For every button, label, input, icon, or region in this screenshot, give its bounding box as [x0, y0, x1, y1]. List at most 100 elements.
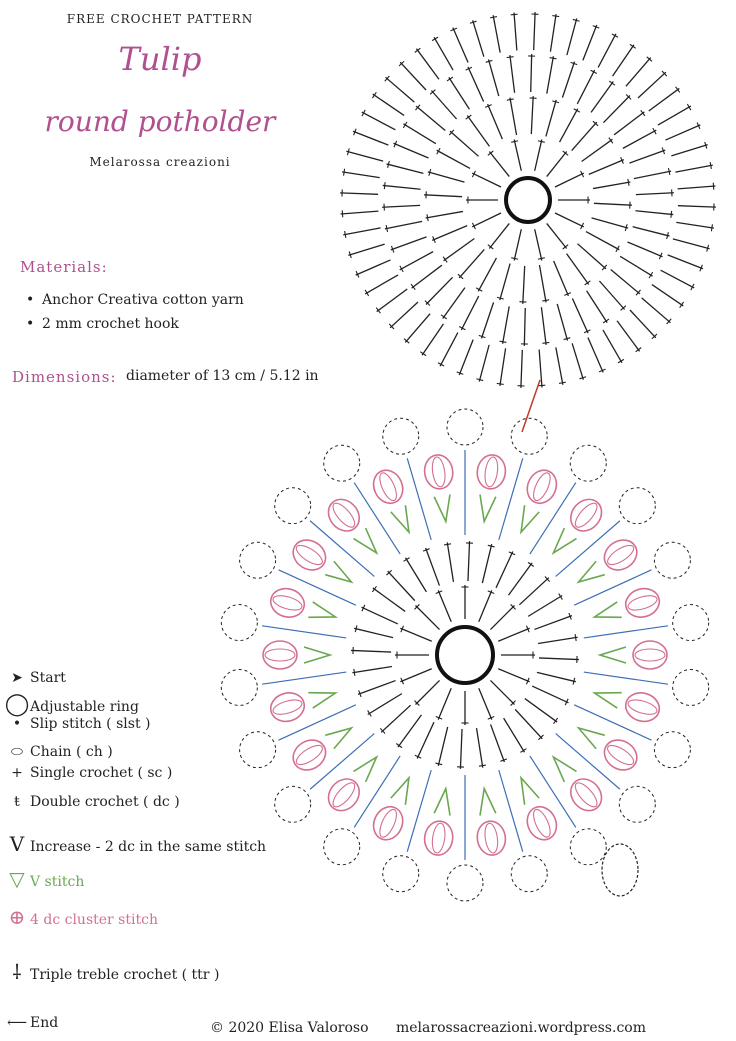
dc-stitch-top: [554, 212, 585, 228]
materials-item: •2 mm crochet hook: [26, 316, 179, 332]
scallop-chain: [446, 864, 484, 902]
dc-stitch-top: [651, 284, 684, 307]
dc-stitch-bottom: [415, 679, 441, 705]
dc-stitch-bottom: [518, 577, 550, 606]
dc-stitch-top-bar: [353, 128, 357, 136]
dc-stitch-top-bar: [371, 91, 377, 99]
dc-stitch-top-bar: [471, 222, 476, 230]
dc-stitch-top: [566, 18, 578, 56]
dc-stitch-top: [591, 217, 629, 229]
scallop-chain: [510, 855, 548, 893]
dc-stitch-bottom-bar: [371, 585, 377, 593]
dc-stitch-top: [657, 105, 692, 126]
dc-stitch-bottom: [534, 615, 573, 631]
footer-website[interactable]: melarossacreazioni.wordpress.com: [396, 1020, 646, 1036]
dc-stitch-top-bar: [624, 224, 628, 232]
dc-stitch-top-bar: [635, 347, 642, 353]
dc-stitch-top-bar: [667, 167, 671, 176]
ttr-stitch: [583, 671, 668, 685]
dc-stitch-bottom: [538, 657, 579, 661]
v-stitch: [551, 754, 577, 783]
dc-stitch-top-bar: [383, 182, 386, 190]
dc-stitch-top-bar: [471, 170, 476, 178]
dc-stitch-top-bar: [388, 323, 395, 330]
dc-stitch-top-bar: [361, 109, 366, 117]
dc-stitch-top: [389, 301, 419, 329]
cluster-stitch: [603, 739, 638, 771]
dc-stitch-top-bar: [426, 214, 429, 222]
cluster-stitch: [327, 498, 361, 532]
dc-stitch-top: [404, 313, 431, 343]
dc-stitch-top: [471, 172, 502, 188]
dc-stitch-top-bar: [458, 326, 466, 331]
dc-stitch-top-bar: [666, 232, 669, 240]
dc-stitch-bottom-bar: [361, 604, 366, 612]
dc-stitch-bottom: [425, 547, 441, 586]
dc-stitch-top-bar: [496, 382, 504, 385]
dc-stitch-top-bar: [712, 182, 715, 190]
dc-stitch-top-bar: [573, 108, 581, 113]
dc-stitch-top: [593, 202, 632, 206]
dc-stitch-top-bar: [415, 104, 421, 111]
legend-start: ➤Start: [4, 670, 66, 686]
dc-stitch-bottom-bar: [400, 677, 405, 685]
cluster-stitch-inner: [607, 744, 635, 766]
ttr-stitch: [278, 704, 357, 741]
dc-stitch-bottom: [361, 606, 399, 625]
dc-stitch-bottom: [387, 570, 416, 602]
scallop-chain: [323, 828, 361, 866]
dc-stitch-top: [585, 231, 620, 251]
dc-stitch-top-bar: [617, 358, 625, 364]
dc-stitch-top-bar: [506, 56, 514, 59]
dc-stitch-top: [530, 54, 533, 93]
cluster-stitch-inner: [533, 808, 551, 838]
scallop-chain: [672, 604, 710, 642]
dc-stitch-top: [555, 347, 564, 385]
dc-stitch-top-bar: [552, 100, 560, 104]
dc-stitch-top-bar: [511, 140, 519, 143]
dc-stitch-top-bar: [355, 270, 360, 278]
dc-stitch-top-bar: [564, 292, 572, 296]
dc-stitch-top: [340, 210, 379, 215]
dc-stitch-top-bar: [364, 289, 370, 297]
dc-stitch-top: [582, 24, 598, 61]
ttr-stitch: [555, 520, 621, 577]
dc-stitch-top-bar: [499, 340, 507, 343]
dc-stitch-top-bar: [431, 36, 439, 42]
dc-stitch-top: [590, 81, 614, 113]
dc-stitch-top-bar: [620, 156, 624, 164]
dc-stitch-top-bar: [646, 56, 653, 62]
dc-stitch-top-bar: [620, 305, 627, 311]
cluster-stitch: [603, 539, 638, 571]
dc-stitch-bottom: [495, 551, 514, 589]
dc-stitch-top-bar: [537, 140, 545, 143]
end-arrow-icon: ⟵: [6, 1015, 28, 1031]
dc-stitch-top-bar: [602, 318, 610, 324]
dc-stitch-bottom: [498, 627, 530, 642]
dc-stitch-top: [538, 349, 543, 388]
dc-stitch-top: [431, 225, 468, 241]
dc-stitch-top-bar: [627, 178, 630, 186]
dc-stitch-top: [549, 14, 557, 52]
dc-stitch-top: [533, 12, 536, 51]
dc-stitch-top-bar: [419, 351, 427, 357]
dc-stitch-top-bar: [428, 168, 432, 176]
v-stitch-icon: ▽: [9, 867, 25, 891]
scallop-chain: [382, 855, 420, 893]
dc-stitch-top: [513, 139, 522, 171]
dc-stitch-top-bar: [562, 150, 569, 156]
scallop-chain: [446, 408, 484, 446]
dc-stitch-bottom-bar: [435, 762, 443, 766]
dc-stitch-top: [577, 243, 607, 270]
scallop-chain: [653, 731, 691, 769]
dc-stitch-top: [348, 243, 385, 256]
dc-stitch-top: [346, 150, 384, 162]
ttr-stitch: [406, 458, 432, 541]
brand-name: Melarossa creazioni: [89, 155, 231, 169]
v-stitch: [325, 726, 354, 750]
v-stitch: [551, 527, 577, 556]
dc-stitch-top: [619, 255, 653, 277]
dc-stitch-top-bar: [436, 147, 441, 155]
scallop-chain: [239, 541, 277, 579]
dc-stitch-top: [648, 87, 680, 112]
